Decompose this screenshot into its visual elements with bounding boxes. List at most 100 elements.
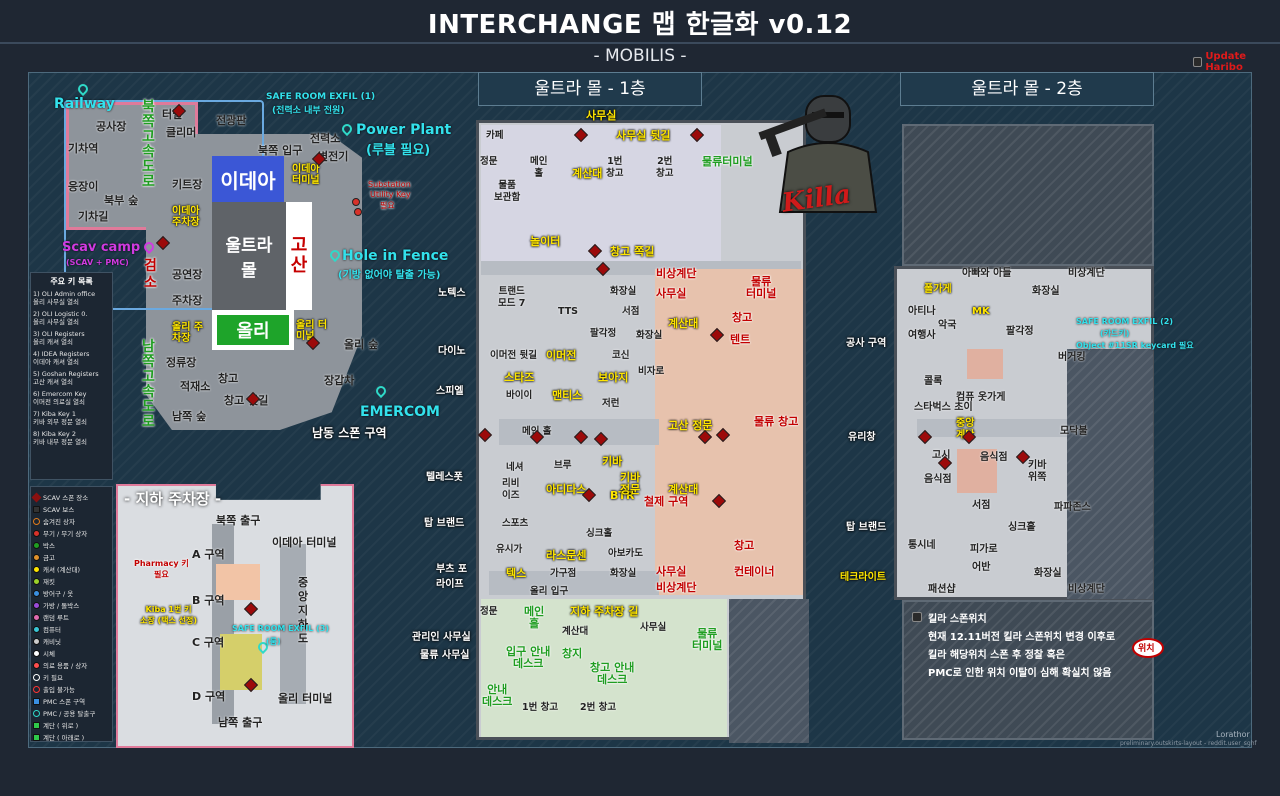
emercom-label: EMERCOM bbox=[360, 404, 440, 420]
floor2-label: 파파존스 bbox=[1054, 502, 1091, 513]
marker-legend-label: 컴퓨터 bbox=[43, 626, 61, 634]
floor1-shop-label: 가구점 bbox=[550, 568, 577, 579]
floor1-shop-label: 맨티스 bbox=[552, 389, 583, 402]
floor2-label: 패션샵 bbox=[928, 584, 956, 595]
floor1-shop-label: 비상계단 bbox=[656, 267, 697, 280]
marker-legend-label: 시체 bbox=[43, 650, 55, 658]
floor2-label: 여행사 bbox=[908, 330, 936, 341]
oli-block: 올리 bbox=[212, 310, 294, 350]
overview-map: 이데아 울트라 몰 고 산 올리 북 쪽 고 속 도 로 남 쪽 고 속 도 로… bbox=[62, 98, 422, 430]
marker-legend-row: 금고 bbox=[33, 551, 110, 563]
diamond-marker-icon bbox=[31, 492, 42, 502]
marker-legend-row: 숨겨진 상자 bbox=[33, 515, 110, 527]
marker-legend-label: 방어구 / 옷 bbox=[43, 590, 74, 598]
killa-note-line: 현재 12.11버전 킬라 스폰위치 변경 이후로 bbox=[928, 632, 1116, 643]
floor2-label: 스타벅스 초이 bbox=[914, 402, 973, 413]
area-pond: 응장이 bbox=[68, 180, 99, 193]
floor1-shop-label: 물류 터미널 bbox=[746, 275, 777, 300]
floor2-label: 컴퓨 옷가게 bbox=[956, 392, 1006, 403]
power-plant-extract-label: Power Plant bbox=[356, 122, 452, 138]
x-marker-icon bbox=[33, 517, 40, 525]
marker-legend-row: 컴퓨터 bbox=[33, 623, 110, 635]
floor1-shop-label: 비자로 bbox=[638, 366, 665, 377]
scav-camp-label: Scav camp bbox=[62, 240, 141, 255]
title-divider bbox=[0, 42, 1280, 44]
floor1-shop-label: 메인 홀 bbox=[530, 156, 548, 179]
marker-legend-label: 캐셔 (계산대) bbox=[43, 566, 81, 574]
boss-icon bbox=[912, 612, 922, 622]
ultra-mall-block: 울트라 몰 bbox=[212, 202, 286, 310]
floor2-label: 음식점 bbox=[980, 452, 1008, 463]
floor1-shop-label: 물류터미널 bbox=[702, 155, 753, 168]
key-marker-icon bbox=[33, 673, 40, 681]
area-power-station: 전력소 bbox=[310, 132, 341, 145]
floor1-shop-label: 브루 bbox=[554, 460, 572, 471]
killa-icon bbox=[758, 95, 878, 213]
floor1-title: 울트라 몰 - 1층 bbox=[478, 72, 702, 106]
power-plant-note: (루블 필요) bbox=[366, 143, 431, 158]
marker-legend-label: SCAV 스폰 장소 bbox=[43, 494, 89, 502]
killa-note-line: 킬라 해당위치 스폰 후 정찰 혹은 bbox=[928, 650, 1066, 661]
floor2-title: 울트라 몰 - 2층 bbox=[900, 72, 1154, 106]
substation-key-label: Utility Key bbox=[370, 190, 411, 199]
marker-legend-label: 출입 불가능 bbox=[43, 686, 75, 694]
floor1-shop-label: 놀이터 bbox=[530, 235, 561, 248]
area-north-forest: 북부 숲 bbox=[104, 194, 139, 207]
floor1-shop-label: 스타즈 bbox=[504, 371, 535, 384]
floor1-outside-label: 물류 사무실 bbox=[420, 650, 470, 661]
floor1-shop-label: 창고 bbox=[732, 311, 753, 324]
floor1-shop-label: 화장실 bbox=[610, 568, 637, 579]
floor1-shop-label: 이머전 뒷길 bbox=[490, 350, 538, 361]
dot-marker-icon bbox=[33, 661, 40, 669]
floor2-label: 폴가게 bbox=[924, 284, 952, 295]
floor1-shop-label: 물류 창고 bbox=[754, 415, 799, 428]
marker-legend-row: 계단 ( 아래로 ) bbox=[33, 731, 110, 743]
floor1-shop-label: 키바 정문 bbox=[620, 471, 641, 496]
area-parking: 주차장 bbox=[172, 294, 203, 307]
floor1-outside-label: 탑 브랜드 bbox=[424, 518, 465, 529]
marker-legend-label: SCAV 보스 bbox=[43, 506, 75, 514]
floor2-label: 피가로 bbox=[970, 544, 998, 555]
floor1-outside-label: 다이노 bbox=[438, 346, 466, 357]
floor1-shop-label: 물류 터미널 bbox=[692, 627, 723, 652]
floor1-shop-label: 라스문센 bbox=[546, 549, 587, 562]
killa-note: 킬라 스폰위치 현재 12.11버전 킬라 스폰위치 변경 이후로 킬라 해당위… bbox=[904, 606, 1164, 740]
floor1-shop-label: 사무실 bbox=[640, 622, 667, 633]
marker-legend-row: 계단 ( 위로 ) bbox=[33, 719, 110, 731]
parking-map: - 지하 주차장 - 북쪽 출구 이데아 터미널 A 구역 B 구역 C 구역 … bbox=[116, 484, 354, 748]
marker-legend-row: 키 필요 bbox=[33, 671, 110, 683]
loot-marker bbox=[352, 198, 360, 206]
update-credit-label: Update Haribo bbox=[1205, 51, 1247, 73]
floor2-label: 팔각정 bbox=[1006, 326, 1034, 337]
floor1-shop-label: 보아지 bbox=[598, 371, 629, 384]
pharmacy-key-note: Pharmacy 키 필요 bbox=[134, 559, 189, 579]
marker-legend-row: SCAV 보스 bbox=[33, 503, 110, 515]
area-construction: 공사장 bbox=[96, 120, 127, 133]
floor2-label: 악국 bbox=[938, 320, 957, 331]
marker-legend-row: 랜덤 루트 bbox=[33, 611, 110, 623]
floor2-atrium-void bbox=[1067, 349, 1153, 599]
floor1-shop-label: 계산대 bbox=[562, 626, 589, 637]
dot-marker-icon bbox=[33, 565, 40, 573]
floor1-shop-label: 2번 창고 bbox=[656, 156, 674, 179]
floor1-shop-label: 네셔 bbox=[506, 462, 524, 473]
key-item: 2) OLI Logistic 0. 올리 사무실 열쇠 bbox=[33, 310, 88, 326]
parking-zone-a: A 구역 bbox=[192, 548, 225, 561]
marker-legend-label: 가방 / 돌박스 bbox=[43, 602, 80, 610]
dot-marker-icon bbox=[33, 577, 40, 585]
area-bus-stop: 정류장 bbox=[166, 356, 197, 369]
key-item: 6) Emercom Key 이머전 의료실 열쇠 bbox=[33, 390, 87, 406]
floor1-shop-label: 유시가 bbox=[496, 544, 523, 555]
floor1-shop-label: 코신 bbox=[612, 350, 630, 361]
marker-legend-row: 가방 / 돌박스 bbox=[33, 599, 110, 611]
marker-legend-row: 박스 bbox=[33, 539, 110, 551]
key-item: 4) IDEA Registers 이데아 캐셔 열쇠 bbox=[33, 350, 90, 366]
marker-legend-row: 시체 bbox=[33, 647, 110, 659]
parking-north-exit: 북쪽 출구 bbox=[216, 514, 261, 527]
area-south-forest: 남쪽 숲 bbox=[172, 410, 207, 423]
floor1-shop-label: 고산 정문 bbox=[668, 419, 713, 432]
floor1-outside-label: 부츠 포 라이프 bbox=[436, 564, 468, 590]
dot-marker-icon bbox=[33, 601, 40, 609]
marker-legend-row: 방어구 / 옷 bbox=[33, 587, 110, 599]
